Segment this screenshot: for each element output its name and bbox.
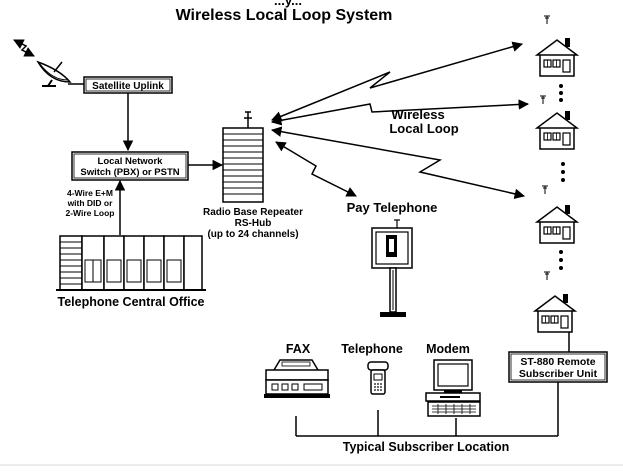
fax-machine-icon: [264, 359, 330, 398]
title-partial: ...y...: [274, 0, 302, 8]
repeater-label-line3: (up to 24 channels): [207, 229, 298, 240]
modem-computer-icon: [425, 359, 481, 417]
telephone-label: Telephone: [341, 342, 403, 356]
house-icon-1: [536, 15, 578, 77]
wire-label-line1: 4-Wire E+M: [67, 188, 113, 198]
wire-label-line3: 2-Wire Loop: [65, 208, 114, 218]
house-separator-dots: [559, 84, 565, 270]
local-network-switch-box: Local Network Switch (PBX) or PSTN: [71, 151, 189, 181]
wire-label-line2: with DID or: [67, 198, 114, 208]
wireless-link-pay-phone: [275, 141, 357, 197]
local-network-label-line2: Switch (PBX) or PSTN: [80, 167, 179, 178]
wireless-link-house-2: [270, 99, 530, 126]
fax-label: FAX: [286, 342, 311, 356]
modem-label: Modem: [426, 342, 470, 356]
subscriber-location-label: Typical Subscriber Location: [343, 440, 509, 454]
diagram-title: Wireless Local Loop System: [176, 7, 393, 24]
wireless-label-line1: Wireless: [391, 107, 444, 122]
central-office-label: Telephone Central Office: [57, 295, 204, 309]
remote-subscriber-unit-box: ST-880 Remote Subscriber Unit: [508, 351, 608, 383]
telephone-icon: [367, 361, 389, 395]
wireless-link-house-1: [271, 41, 524, 122]
remote-unit-label-line1: ST-880 Remote: [520, 356, 595, 368]
house-icon-2: [536, 95, 578, 150]
remote-unit-label-line2: Subscriber Unit: [519, 368, 598, 380]
pay-telephone-label: Pay Telephone: [347, 200, 438, 215]
satellite-uplink-box: Satellite Uplink: [83, 76, 173, 94]
house-icon-3: [536, 185, 578, 244]
wireless-label-line2: Local Loop: [389, 121, 458, 136]
repeater-label-line2: RS-Hub: [235, 218, 272, 229]
satellite-dish-icon: [36, 60, 72, 87]
satellite-uplink-label: Satellite Uplink: [92, 81, 164, 92]
central-office-racks-icon: [56, 235, 206, 291]
local-network-label-line1: Local Network: [98, 156, 164, 167]
pay-telephone-icon: [371, 219, 413, 317]
satellite-signal-icon: [13, 39, 35, 57]
house-icon-4: [534, 271, 576, 333]
radio-base-repeater-icon: [222, 111, 264, 203]
wireless-links: [270, 41, 530, 199]
repeater-label-line1: Radio Base Repeater: [203, 207, 303, 218]
